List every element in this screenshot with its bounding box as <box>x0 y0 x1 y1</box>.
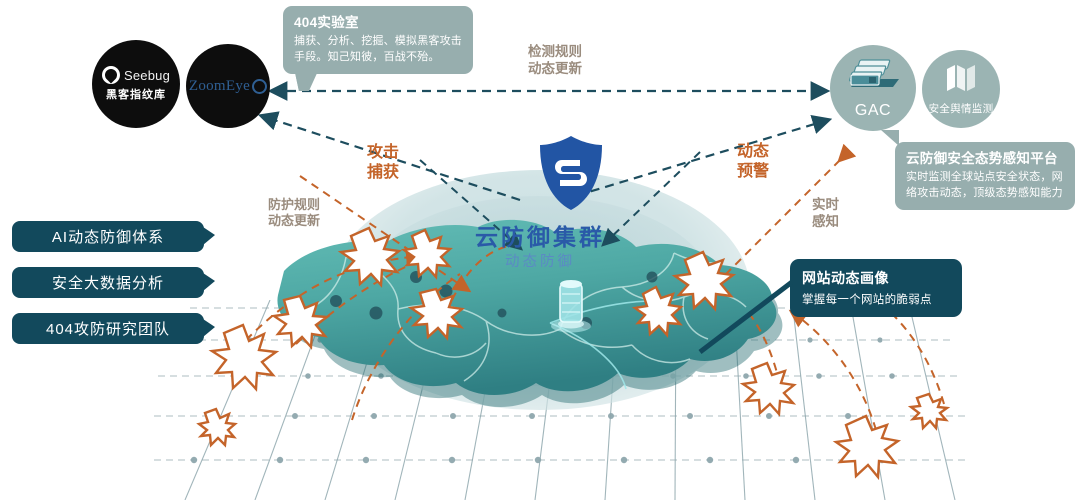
annotation-attack-capture: 攻击 捕获 <box>367 144 400 181</box>
brand-subtitle: 动态防御 <box>505 254 575 270</box>
platform-callout-title: 云防御安全态势感知平台 <box>906 151 1058 166</box>
zoomeye-eye-icon <box>252 78 268 94</box>
seebug-logo-badge[interactable]: Seebug 黑客指纹库 <box>92 40 180 128</box>
annotation-detect-rule: 检测规则 动态更新 <box>528 44 582 76</box>
sidebar-item-bigdata[interactable]: 安全大数据分析 <box>12 267 215 298</box>
site-portrait-callout: 网站动态画像 掌握每一个网站的脆弱点 <box>790 259 962 317</box>
layers-icon <box>944 63 978 98</box>
gac-logo-badge[interactable]: GAC <box>830 45 916 131</box>
server-cylinder-icon <box>548 272 594 334</box>
seebug-wordmark-row: Seebug <box>101 66 171 84</box>
annotation-protect-rule: 防护规则 动态更新 <box>268 197 321 229</box>
lab-callout: 404实验室 捕获、分析、挖掘、模拟黑客攻击手段。知己知彼，百战不殆。 <box>283 6 473 92</box>
gac-label: GAC <box>854 101 892 119</box>
seebug-cn-label: 黑客指纹库 <box>106 89 166 101</box>
callout-tail <box>203 319 215 337</box>
platform-callout: 云防御安全态势感知平台 实时监测全球站点安全状态，网络攻击动态，顶级态势感知能力 <box>881 130 1075 211</box>
callout-tail <box>203 273 215 291</box>
callout-tail <box>203 227 215 245</box>
sidebar-item-label: 安全大数据分析 <box>51 275 164 292</box>
sidebar-item-label: AI动态防御体系 <box>51 229 165 246</box>
seebug-name: Seebug <box>123 67 171 83</box>
sidebar-item-ai-defense[interactable]: AI动态防御体系 <box>12 221 215 252</box>
lab-callout-title: 404实验室 <box>294 15 359 30</box>
lab-callout-body: 捕获、分析、挖掘、模拟黑客攻击手段。知己知彼，百战不殆。 <box>294 35 462 63</box>
server-rack-icon <box>845 57 901 100</box>
situation-monitor-badge[interactable]: 安全舆情监测 <box>922 50 1000 128</box>
seebug-fingerprint-icon <box>101 66 120 84</box>
site-portrait-title: 网站动态画像 <box>802 270 889 286</box>
shield-s-logo <box>538 134 604 212</box>
sidebar-item-404-team[interactable]: 404攻防研究团队 <box>12 313 215 344</box>
annotation-realtime-sense: 实时 感知 <box>812 197 839 229</box>
zoomeye-name-row: ZoomEye <box>188 77 268 95</box>
zoomeye-logo-badge[interactable]: ZoomEye <box>186 44 270 128</box>
callout-tail <box>295 73 321 92</box>
callout-tail <box>881 130 899 146</box>
sidebar-item-label: 404攻防研究团队 <box>45 321 171 338</box>
annotation-dynamic-warning: 动态 预警 <box>737 143 770 180</box>
brand-title: 云防御集群 <box>475 224 605 250</box>
platform-callout-body: 实时监测全球站点安全状态，网络攻击动态，顶级态势感知能力 <box>906 171 1063 199</box>
zoomeye-name: ZoomEye <box>188 77 251 94</box>
situation-monitor-label: 安全舆情监测 <box>928 102 994 115</box>
site-portrait-body: 掌握每一个网站的脆弱点 <box>802 294 932 306</box>
